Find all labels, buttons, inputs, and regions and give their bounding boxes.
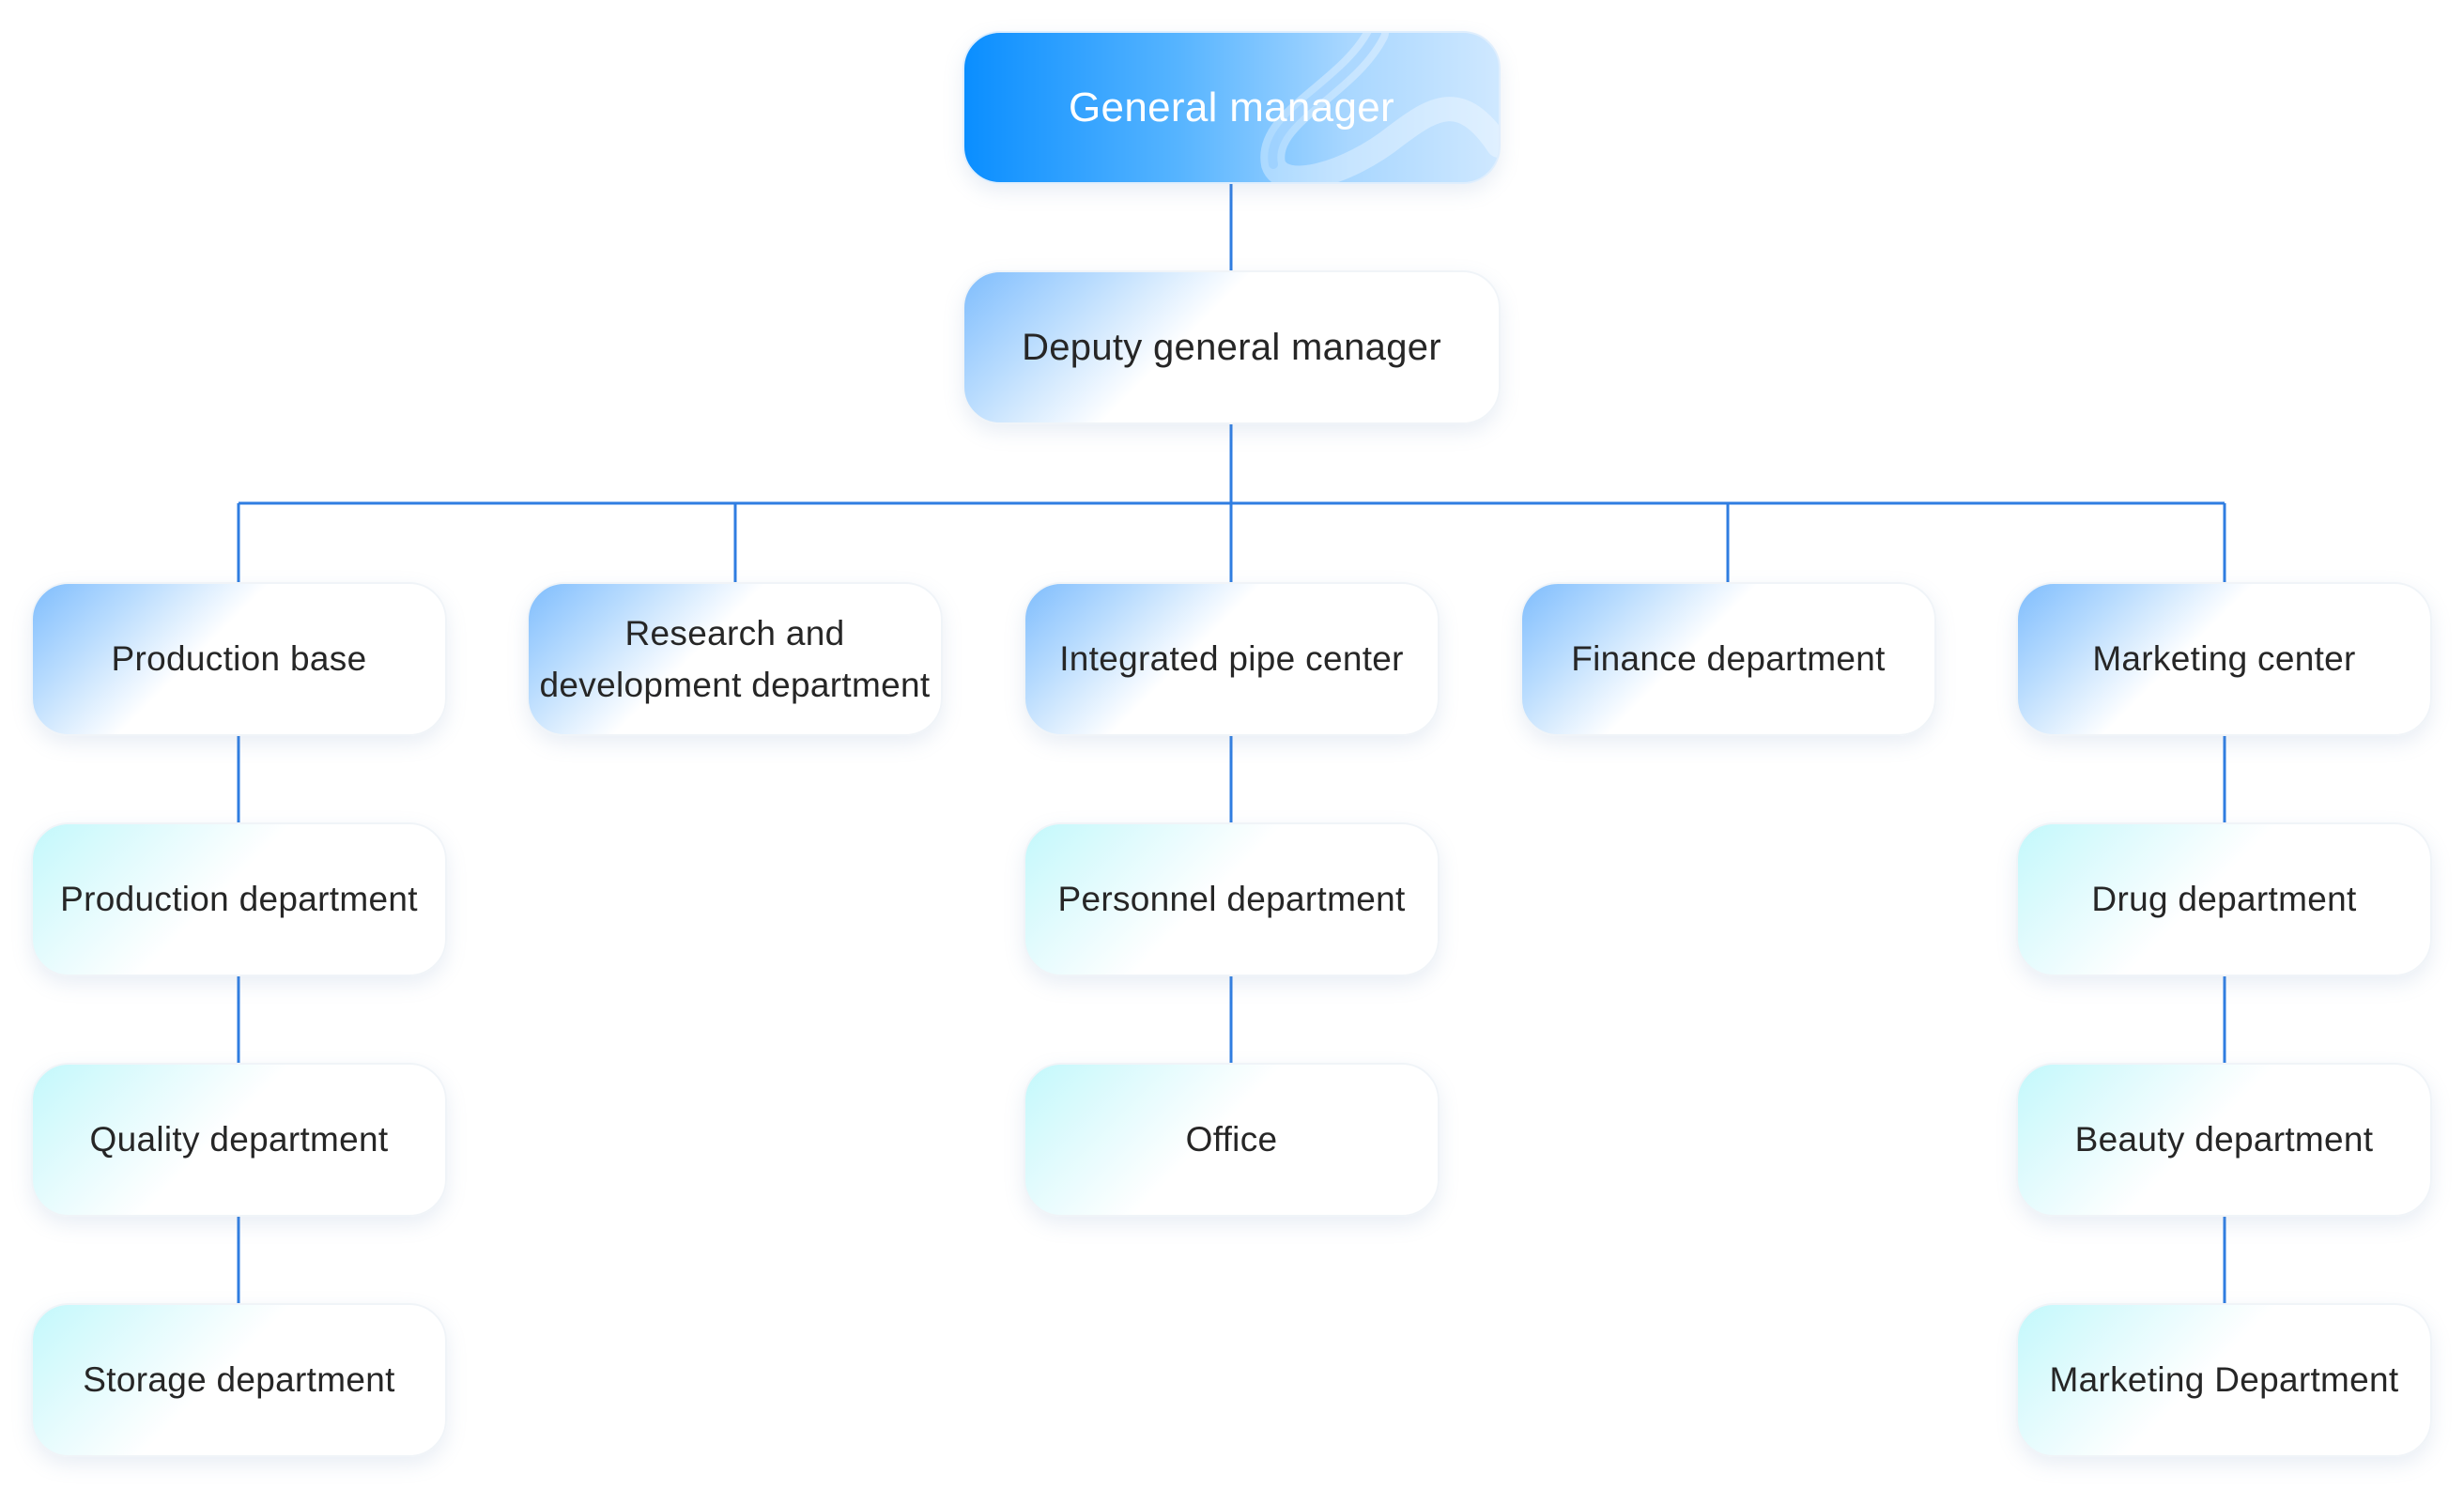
- node-label: General manager: [1069, 84, 1394, 130]
- node-label: Office: [1185, 1120, 1278, 1159]
- node-marketing-department: Marketing Department: [2016, 1303, 2432, 1457]
- node-label: Research and development department: [536, 607, 934, 712]
- node-beauty-department: Beauty department: [2016, 1063, 2432, 1217]
- node-label: Integrated pipe center: [1059, 639, 1404, 679]
- node-general-manager: General manager: [962, 31, 1501, 184]
- node-label: Marketing center: [2092, 639, 2356, 679]
- node-label: Production department: [60, 880, 418, 919]
- node-label: Personnel department: [1057, 880, 1406, 919]
- node-integrated-pipe-center: Integrated pipe center: [1024, 582, 1440, 736]
- node-label: Storage department: [83, 1360, 395, 1400]
- node-storage-department: Storage department: [31, 1303, 447, 1457]
- node-label: Drug department: [2091, 880, 2357, 919]
- node-research-development: Research and development department: [527, 582, 943, 736]
- node-label: Deputy general manager: [1022, 327, 1441, 368]
- node-label-line-1: Research and: [624, 613, 845, 652]
- node-label: Quality department: [89, 1120, 389, 1159]
- node-deputy-general-manager: Deputy general manager: [962, 270, 1501, 424]
- node-production-base: Production base: [31, 582, 447, 736]
- node-label: Finance department: [1571, 639, 1886, 679]
- node-label: Marketing Department: [2049, 1360, 2399, 1400]
- ribbon-decoration-icon: [1260, 33, 1499, 182]
- node-quality-department: Quality department: [31, 1063, 447, 1217]
- node-production-department: Production department: [31, 822, 447, 976]
- node-finance-department: Finance department: [1520, 582, 1936, 736]
- node-personnel-department: Personnel department: [1024, 822, 1440, 976]
- node-label: Beauty department: [2074, 1120, 2374, 1159]
- node-office: Office: [1024, 1063, 1440, 1217]
- node-label: Production base: [111, 639, 367, 679]
- node-marketing-center: Marketing center: [2016, 582, 2432, 736]
- node-drug-department: Drug department: [2016, 822, 2432, 976]
- node-label-line-2: development department: [539, 666, 931, 704]
